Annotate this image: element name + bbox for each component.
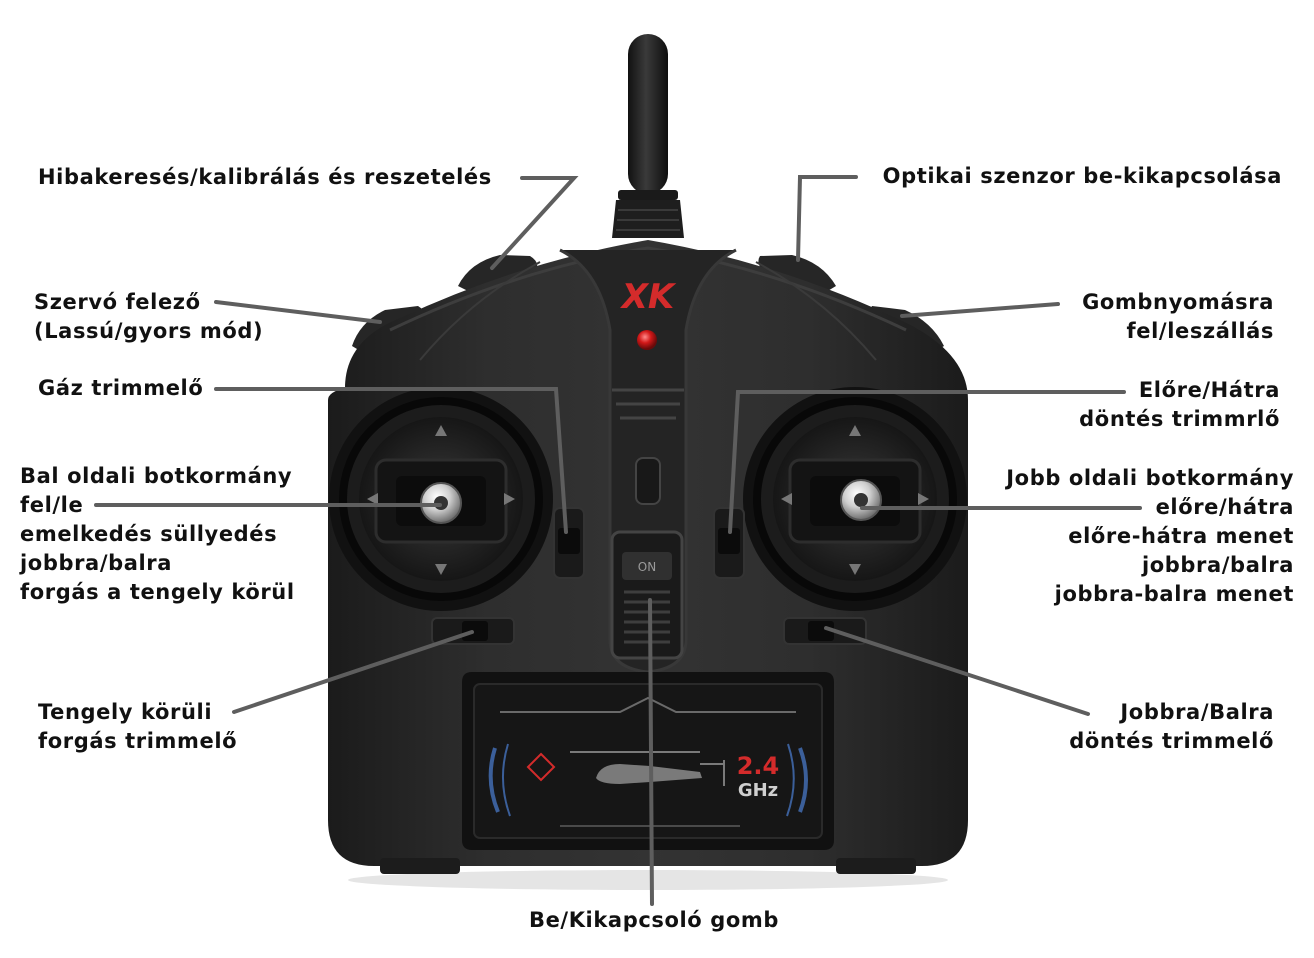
label-debug: Hibakeresés/kalibrálás és reszetelés [38,163,492,192]
label-yaw-trim: Tengely körüli forgás trimmelő [38,698,237,756]
label-servo-line-2: (Lassú/gyors mód) [34,317,263,346]
label-roll-trim-line-2: döntés trimmelő [1069,727,1274,756]
label-pitch-trim-line-1: Előre/Hátra [1079,376,1280,405]
label-servo-line-1: Szervó felező [34,288,263,317]
label-takeoff-line-2: fel/leszállás [1082,317,1274,346]
leader-takeoff [902,304,1058,316]
label-left-stick: Bal oldali botkormány fel/le emelkedés s… [20,462,295,607]
antenna [612,34,684,238]
label-yaw-trim-line-1: Tengely körüli [38,698,237,727]
label-servo: Szervó felező (Lassú/gyors mód) [34,288,263,346]
label-yaw-trim-line-2: forgás trimmelő [38,727,237,756]
label-right-stick-line-4: jobbra/balra [1006,551,1294,580]
brand-logo: XK [620,277,677,317]
center-slot [636,458,660,504]
label-gas-trim: Gáz trimmelő [38,374,203,403]
label-right-stick: Jobb oldali botkormány előre/hátra előre… [1006,464,1294,609]
label-roll-trim: Jobbra/Balra döntés trimmelő [1069,698,1274,756]
power-switch[interactable]: ON [612,532,682,658]
label-optical: Optikai szenzor be-kikapcsolása [883,162,1282,191]
label-right-stick-line-3: előre-hátra menet [1006,522,1294,551]
label-roll-trim-line-1: Jobbra/Balra [1069,698,1274,727]
label-left-stick-line-2: fel/le [20,491,295,520]
right-stick-knob[interactable] [841,480,881,520]
frequency-value: 2.4 [737,752,780,780]
leader-debug [492,178,574,268]
label-right-stick-line-1: Jobb oldali botkormány [1006,464,1294,493]
on-switch-text: ON [638,560,656,574]
power-led [637,330,657,350]
label-pitch-trim-line-2: döntés trimmrlő [1079,405,1280,434]
label-left-stick-line-3: emelkedés süllyedés [20,520,295,549]
label-pitch-trim: Előre/Hátra döntés trimmrlő [1079,376,1280,434]
bottom-panel: 2.4 GHz [462,672,834,850]
label-takeoff-line-1: Gombnyomásra [1082,288,1274,317]
roll-trim-switch[interactable] [784,618,866,644]
label-power: Be/Kikapcsoló gomb [444,906,864,935]
frequency-unit: GHz [738,780,778,801]
label-right-stick-line-5: jobbra-balra menet [1006,580,1294,609]
leader-optical [798,177,856,260]
label-right-stick-line-2: előre/hátra [1006,493,1294,522]
label-left-stick-line-1: Bal oldali botkormány [20,462,295,491]
label-takeoff: Gombnyomásra fel/leszállás [1082,288,1274,346]
label-left-stick-line-4: jobbra/balra [20,549,295,578]
leader-power [650,600,652,904]
throttle-trim-switch[interactable] [554,508,584,578]
label-left-stick-line-5: forgás a tengely körül [20,578,295,607]
